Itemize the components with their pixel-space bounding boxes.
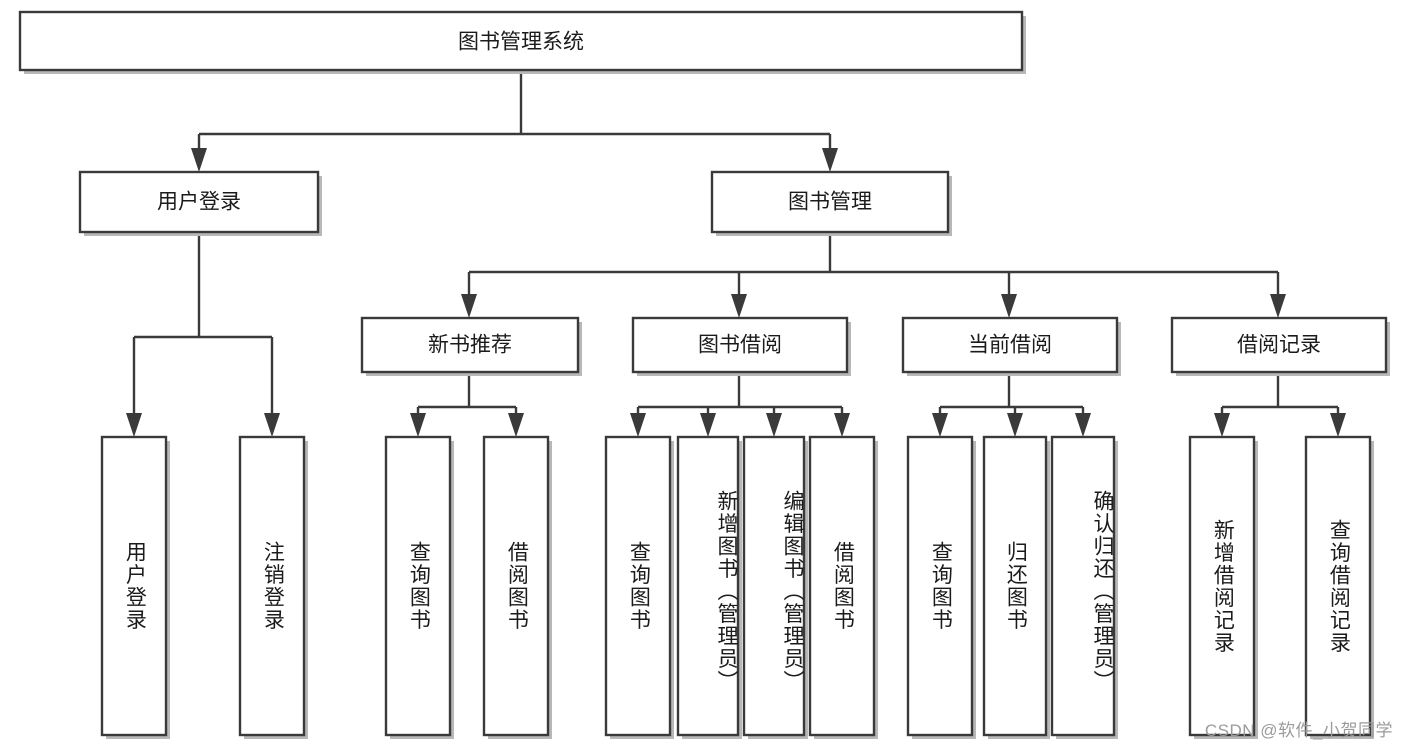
arrow-head-leaf-return-book (1007, 413, 1023, 437)
arrow-head-leaf-add-book (700, 413, 716, 437)
node-leaf-query-book-2-box[interactable] (604, 435, 672, 737)
node-borrow-record-box[interactable] (1170, 316, 1388, 374)
node-user-login-label: 用户登录 (157, 191, 241, 214)
arrow-head-leaf-query-book-2 (630, 413, 646, 437)
connector-group-borrow-record (1214, 372, 1346, 437)
connector-group-root (191, 70, 838, 172)
node-new-book-recommend-label: 新书推荐 (428, 334, 512, 357)
arrow-head-leaf-query-record (1330, 413, 1346, 437)
node-root[interactable]: 图书管理系统 (18, 10, 1026, 74)
arrow-head-leaf-add-record (1214, 413, 1230, 437)
arrow-head-leaf-query-book-1 (410, 413, 426, 437)
node-book-manage-label: 图书管理 (788, 191, 872, 214)
arrow-head-current-borrow (1001, 294, 1017, 318)
arrow-head-leaf-logout (264, 413, 280, 437)
node-leaf-borrow-book-2[interactable] (808, 435, 878, 739)
node-leaf-return-book-box[interactable] (982, 435, 1048, 737)
node-leaf-add-record[interactable] (1188, 435, 1258, 739)
node-leaf-query-book-3[interactable] (906, 435, 976, 739)
node-leaf-query-book-1-box[interactable] (384, 435, 452, 737)
node-current-borrow[interactable]: 当前借阅 (901, 316, 1121, 376)
node-leaf-user-login[interactable] (100, 435, 170, 739)
node-leaf-edit-book[interactable] (742, 435, 808, 739)
arrow-head-leaf-borrow-book-2 (834, 413, 850, 437)
arrow-head-book-manage (822, 148, 838, 172)
node-leaf-borrow-book-2-box[interactable] (808, 435, 876, 737)
connector-group-book-borrow (630, 372, 850, 437)
node-leaf-query-record-box[interactable] (1304, 435, 1372, 737)
node-leaf-add-book[interactable] (676, 435, 742, 739)
node-leaf-logout-box[interactable] (238, 435, 306, 737)
arrow-head-leaf-borrow-book-1 (508, 413, 524, 437)
node-leaf-query-book-3-box[interactable] (906, 435, 974, 737)
node-root-box[interactable] (18, 10, 1024, 72)
node-leaf-query-record[interactable] (1304, 435, 1374, 739)
node-root-label: 图书管理系统 (458, 31, 584, 54)
node-new-book-recommend[interactable]: 新书推荐 (360, 316, 582, 376)
node-leaf-logout[interactable] (238, 435, 308, 739)
arrow-head-leaf-edit-book (766, 413, 782, 437)
node-current-borrow-label: 当前借阅 (968, 334, 1052, 357)
node-leaf-query-book-1[interactable] (384, 435, 454, 739)
node-book-borrow-label: 图书借阅 (698, 334, 782, 357)
node-leaf-borrow-book-1[interactable] (482, 435, 552, 739)
node-borrow-record[interactable]: 借阅记录 (1170, 316, 1390, 376)
node-user-login[interactable]: 用户登录 (78, 170, 322, 236)
connector-group-book-manage (461, 232, 1286, 318)
connector-group-user-login (126, 232, 280, 437)
node-new-book-recommend-box[interactable] (360, 316, 580, 374)
connector-group-new-book-recommend (410, 372, 524, 437)
arrow-head-borrow-record (1270, 294, 1286, 318)
node-book-borrow-box[interactable] (631, 316, 849, 374)
connector-group-current-borrow (932, 372, 1091, 437)
node-book-manage-box[interactable] (710, 170, 950, 234)
arrow-head-book-borrow (731, 294, 747, 318)
node-leaf-query-book-2[interactable] (604, 435, 674, 739)
node-leaf-return-book[interactable] (982, 435, 1050, 739)
node-book-manage[interactable]: 图书管理 (710, 170, 952, 236)
arrow-head-leaf-query-book-3 (932, 413, 948, 437)
node-leaf-edit-book-box[interactable] (742, 435, 806, 737)
arrow-head-user-login (191, 148, 207, 172)
node-leaf-add-book-box[interactable] (676, 435, 740, 737)
node-leaf-confirm-return-box[interactable] (1050, 435, 1116, 737)
csdn-watermark: CSDN @软件_小贺同学 (1204, 721, 1393, 740)
arrow-head-leaf-user-login (126, 413, 142, 437)
node-leaf-user-login-box[interactable] (100, 435, 168, 737)
node-leaf-add-record-box[interactable] (1188, 435, 1256, 737)
node-leaf-borrow-book-1-box[interactable] (482, 435, 550, 737)
node-user-login-box[interactable] (78, 170, 320, 234)
arrow-head-leaf-confirm-return (1075, 413, 1091, 437)
node-leaf-confirm-return[interactable] (1050, 435, 1118, 739)
node-current-borrow-box[interactable] (901, 316, 1119, 374)
arrow-head-new-book-recommend (461, 294, 477, 318)
node-borrow-record-label: 借阅记录 (1237, 334, 1321, 357)
node-book-borrow[interactable]: 图书借阅 (631, 316, 851, 376)
